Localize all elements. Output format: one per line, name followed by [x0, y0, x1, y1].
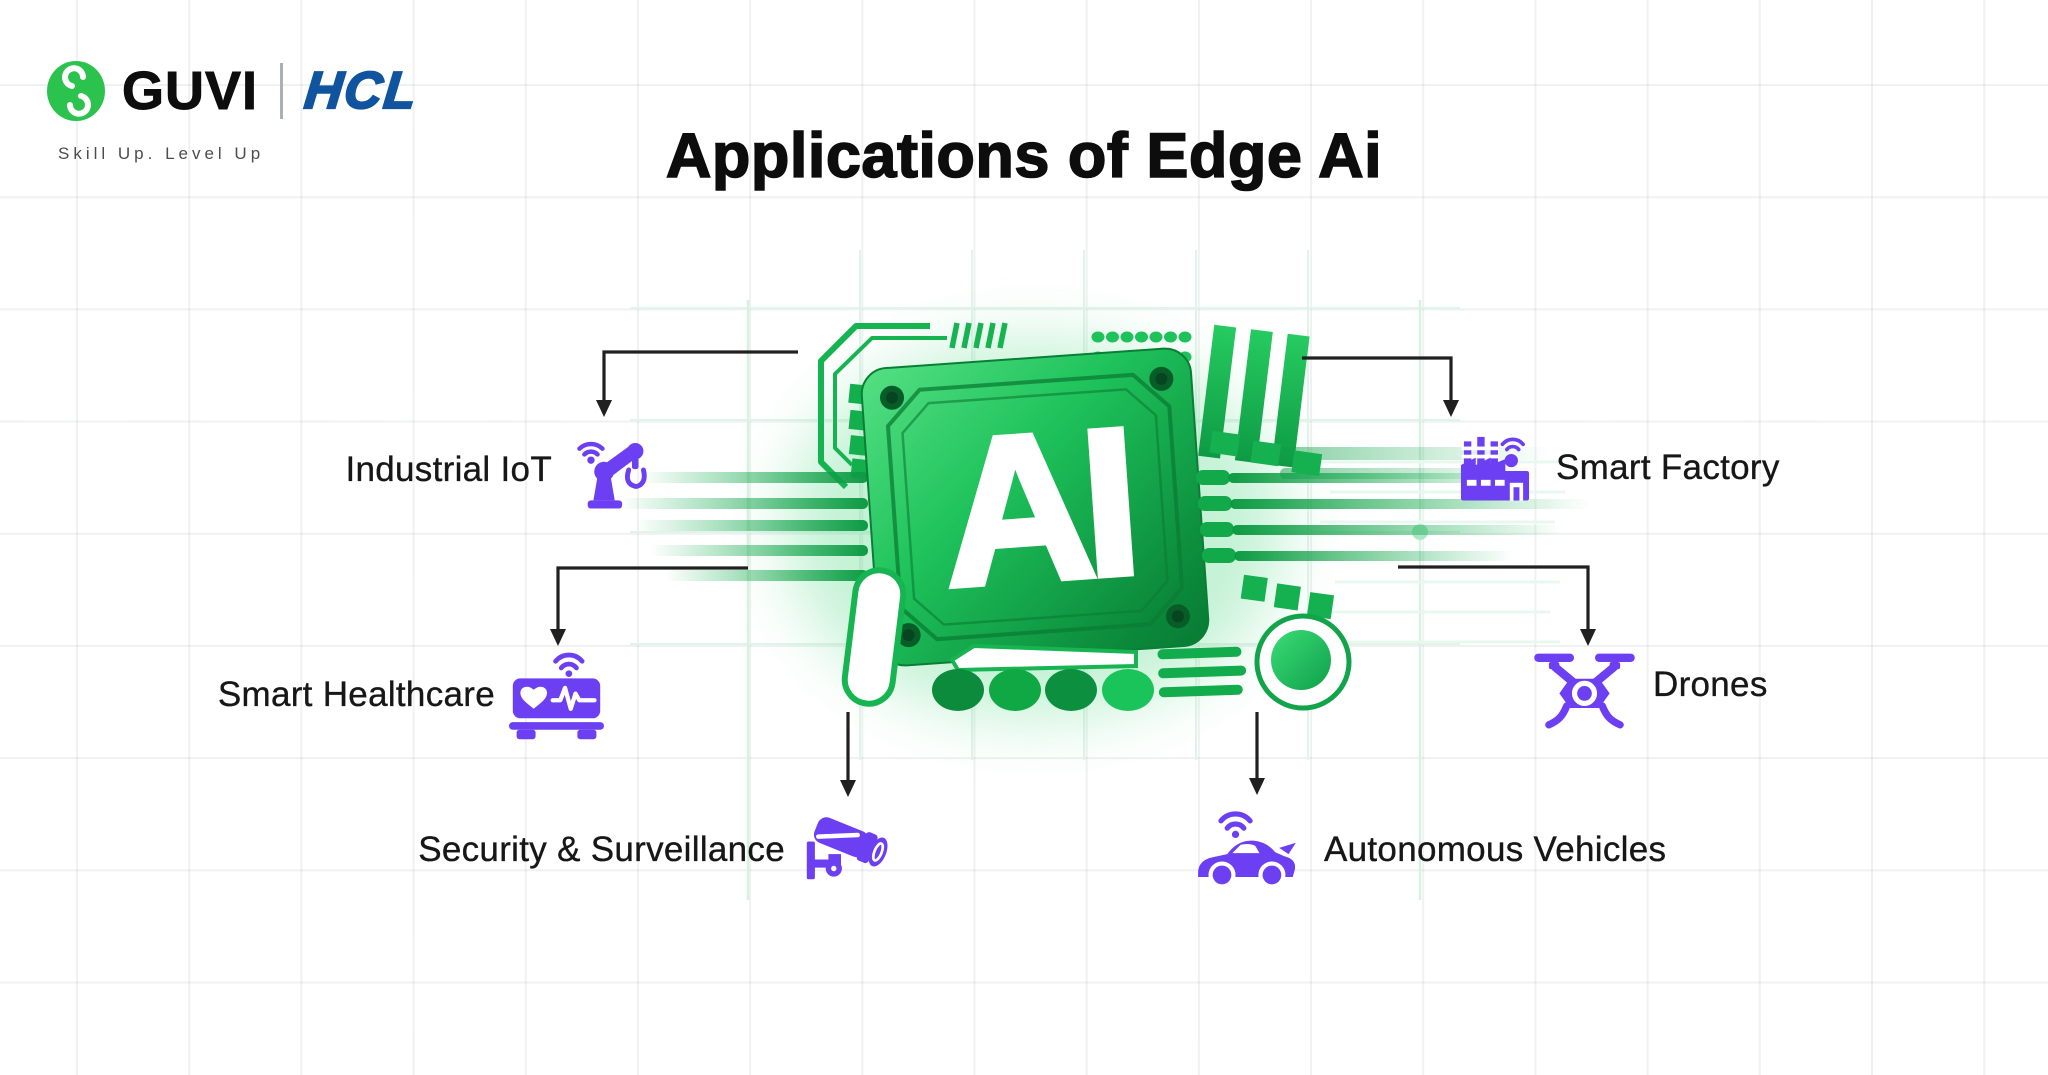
guvi-wordmark: GUVI: [121, 61, 259, 122]
connector-arrowheads: [550, 400, 1596, 797]
robot-arm-icon: [577, 441, 647, 509]
app-smart-factory: Smart Factory: [1458, 418, 1780, 518]
app-label-drones: Drones: [1653, 665, 1768, 704]
circuit-underline-trace: [949, 643, 1138, 673]
chip-grid-tint: [630, 250, 1460, 760]
connector-lines: [556, 350, 1590, 780]
circuit-trace-hexagon: [818, 323, 947, 490]
app-drones: Drones: [1532, 640, 1768, 730]
circuit-vertical-bars: [1198, 324, 1310, 468]
brand-tagline: Skill Up. Level Up: [58, 144, 265, 163]
circuit-button: [1254, 613, 1352, 711]
circuit-squares-left: [848, 383, 875, 480]
circuit-squares-row-lower: [1240, 574, 1335, 620]
app-smart-healthcare: Smart Healthcare: [180, 642, 604, 748]
app-label-autonomous-vehicles: Autonomous Vehicles: [1324, 830, 1667, 869]
chip-pins-right: [1196, 470, 1236, 563]
app-security-surveillance: Security & Surveillance: [390, 800, 895, 900]
ai-chip: AI: [860, 347, 1210, 667]
grid-node-dot: [1412, 524, 1428, 540]
factory-icon: [1460, 436, 1530, 501]
app-autonomous-vehicles: Autonomous Vehicles: [1196, 798, 1666, 902]
car-icon: [1198, 811, 1296, 889]
hcl-wordmark: HCL: [301, 61, 422, 121]
app-label-security-surveillance: Security & Surveillance: [418, 830, 785, 869]
connector-drones: [1398, 565, 1590, 630]
speed-lines-left: [620, 472, 868, 581]
connector-industrial-iot: [602, 350, 798, 400]
page-title: Applications of Edge Ai: [665, 120, 1383, 192]
chip-label: AI: [934, 384, 1136, 631]
app-label-smart-factory: Smart Factory: [1556, 448, 1780, 487]
chip-bottom-dots: [932, 669, 1154, 711]
drone-icon: [1534, 653, 1635, 729]
circuit-dot-matrix: [1091, 331, 1192, 363]
connector-smart-healthcare: [556, 566, 748, 630]
connector-smart-factory: [1302, 356, 1453, 400]
brand-header: GUVI HCL: [46, 60, 422, 122]
chip-corner-screws: [880, 366, 1190, 648]
chip-glow: [785, 340, 1285, 720]
app-industrial-iot: Industrial IoT: [312, 420, 650, 520]
circuit-tick-marks: [949, 322, 1008, 349]
circuit-pill-outline: [841, 567, 907, 707]
app-label-industrial-iot: Industrial IoT: [345, 450, 552, 489]
circuit-stacked-lines: [1157, 646, 1247, 698]
health-monitor-icon: [509, 652, 604, 739]
guvi-logo-icon: [47, 61, 105, 121]
cctv-camera-icon: [806, 816, 888, 879]
app-label-smart-healthcare: Smart Healthcare: [217, 675, 495, 714]
brand-divider: [280, 63, 284, 119]
circuit-squares-row-upper: [1209, 430, 1323, 477]
